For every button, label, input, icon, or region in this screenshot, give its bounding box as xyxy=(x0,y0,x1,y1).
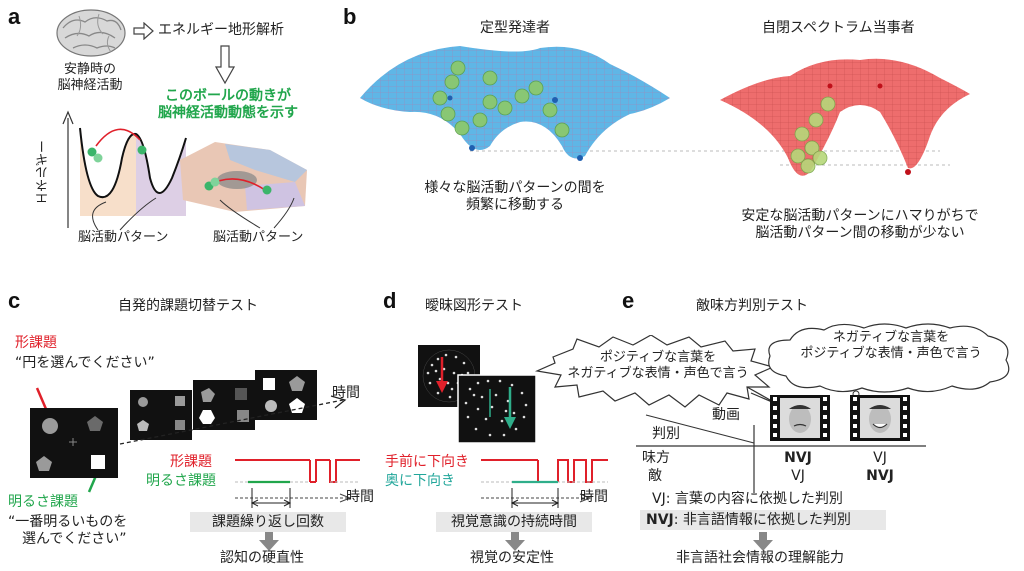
video-frame-positive xyxy=(850,395,910,441)
duration-box: 視覚意識の持続時間 xyxy=(436,512,592,532)
nvj-definition-box: NVJ: 非言語情報に依拠した判別 xyxy=(640,510,886,530)
brightness-trace-label: 明るさ課題 xyxy=(146,473,216,489)
time-label-3: 時間 xyxy=(580,489,608,505)
brain-pattern-label-right: 脳活動パターン xyxy=(213,230,304,245)
energy-landscape-2d xyxy=(180,142,307,212)
ball xyxy=(808,112,824,128)
ball xyxy=(454,120,470,136)
resting-activity-label: 安静時の 脳神経活動 xyxy=(57,62,123,93)
brightness-task-instruction: “一番明るいものを 選んでください” xyxy=(8,514,128,547)
ball xyxy=(528,80,544,96)
row-enemy-label: 敵 xyxy=(648,468,662,484)
cell-friend-positive: VJ xyxy=(873,450,887,466)
brightness-task-label: 明るさ課題 xyxy=(8,494,78,510)
pattern-pointer-lines xyxy=(92,197,295,231)
video-frame-negative xyxy=(770,395,830,441)
row-friend-label: 味方 xyxy=(642,450,670,466)
ball xyxy=(482,70,498,86)
judgement-table-lines xyxy=(636,414,926,493)
panel-d-label: d xyxy=(383,288,397,313)
visual-stability-label: 視覚の安定性 xyxy=(470,550,554,566)
ball xyxy=(812,150,828,166)
td-caption: 様々な脳活動パターンの間を 頻繁に移動する xyxy=(424,180,606,213)
cell-friend-negative: NVJ xyxy=(784,450,812,466)
down-arrow-icon xyxy=(753,532,773,551)
ball xyxy=(804,140,820,156)
ball xyxy=(794,126,810,142)
td-landscape xyxy=(360,46,670,161)
nonverbal-ability-label: 非言語社会情報の理解能力 xyxy=(676,550,844,566)
asd-title: 自閉スペクトラム当事者 xyxy=(762,20,915,36)
energy-landscape-surfaces xyxy=(360,46,970,176)
ball xyxy=(554,122,570,138)
right-arrow-icon xyxy=(133,22,154,40)
down-arrow-icon xyxy=(215,45,235,85)
ball xyxy=(482,94,498,110)
asd-landscape xyxy=(720,58,970,176)
down-front-label: 手前に下向き xyxy=(385,454,469,470)
task-trace-plot xyxy=(235,459,360,508)
video-column-header: 動画 xyxy=(712,407,740,423)
ball xyxy=(497,100,513,116)
shape-task-label: 形課題 xyxy=(15,335,57,351)
shape-trace-label: 形課題 xyxy=(170,454,212,470)
ball xyxy=(514,88,530,104)
cell-enemy-positive: NVJ xyxy=(866,468,894,484)
brain-pattern-label-left: 脳活動パターン xyxy=(78,230,169,245)
panel-b-label: b xyxy=(343,4,357,29)
ball xyxy=(87,147,97,157)
ambiguous-figure-title: 曖昧図形テスト xyxy=(425,298,523,314)
ball xyxy=(444,74,460,90)
ball xyxy=(790,148,806,164)
stimulus-screen xyxy=(255,370,317,420)
ball-caption: このボールの動きが 脳神経活動動態を示す xyxy=(158,88,298,121)
energy-axis-label: エネルギー xyxy=(36,140,51,205)
ambiguous-figure-stimuli xyxy=(418,345,537,444)
ball xyxy=(93,153,103,163)
ball xyxy=(137,145,147,155)
shape-task-instruction: “円を選んでください” xyxy=(15,355,155,371)
panel-e-label: e xyxy=(622,288,635,313)
ball xyxy=(262,185,272,195)
friend-enemy-title: 敵味方判別テスト xyxy=(696,298,808,314)
ball xyxy=(432,90,448,106)
ball xyxy=(450,60,466,76)
energy-landscape-title: エネルギー地形解析 xyxy=(158,22,284,38)
brain-image xyxy=(56,9,126,57)
energy-curve-1d xyxy=(79,127,187,216)
panel-c-label: c xyxy=(8,288,21,313)
down-back-label: 奥に下向き xyxy=(385,473,455,489)
down-arrow-icon xyxy=(505,532,525,551)
asd-caption: 安定な脳活動パターンにハマりがちで 脳活動パターン間の移動が少ない xyxy=(741,208,979,241)
panel-a-label: a xyxy=(8,4,21,29)
down-arrow-icon xyxy=(259,532,279,551)
time-label-2: 時間 xyxy=(346,489,374,505)
cell-enemy-negative: VJ xyxy=(791,468,805,484)
time-label: 時間 xyxy=(332,385,360,401)
bubble-positive-words: ポジティブな言葉を ネガティブな表情・声色で言う xyxy=(567,350,749,381)
bubble-negative-words: ネガティブな言葉を ポジティブな表情・声色で言う xyxy=(800,330,982,361)
td-title: 定型発達者 xyxy=(480,20,550,36)
vj-definition: VJ: 言葉の内容に依拠した判別 xyxy=(652,491,843,507)
cognitive-rigidity-label: 認知の硬直性 xyxy=(220,550,304,566)
ball xyxy=(440,106,456,122)
task-switch-stimuli xyxy=(30,370,347,493)
ball xyxy=(820,96,836,112)
ball xyxy=(472,112,488,128)
ball xyxy=(210,177,220,187)
energy-axis-arrow xyxy=(62,110,74,228)
ball xyxy=(800,158,816,174)
video-frames xyxy=(770,395,910,441)
ball xyxy=(542,102,558,118)
task-switch-title: 自発的課題切替テスト xyxy=(118,298,258,314)
perception-trace-plot xyxy=(481,459,608,508)
repetition-count-box: 課題繰り返し回数 xyxy=(190,512,346,532)
stimulus-screen xyxy=(457,374,537,444)
judgement-row-header: 判別 xyxy=(652,426,680,442)
